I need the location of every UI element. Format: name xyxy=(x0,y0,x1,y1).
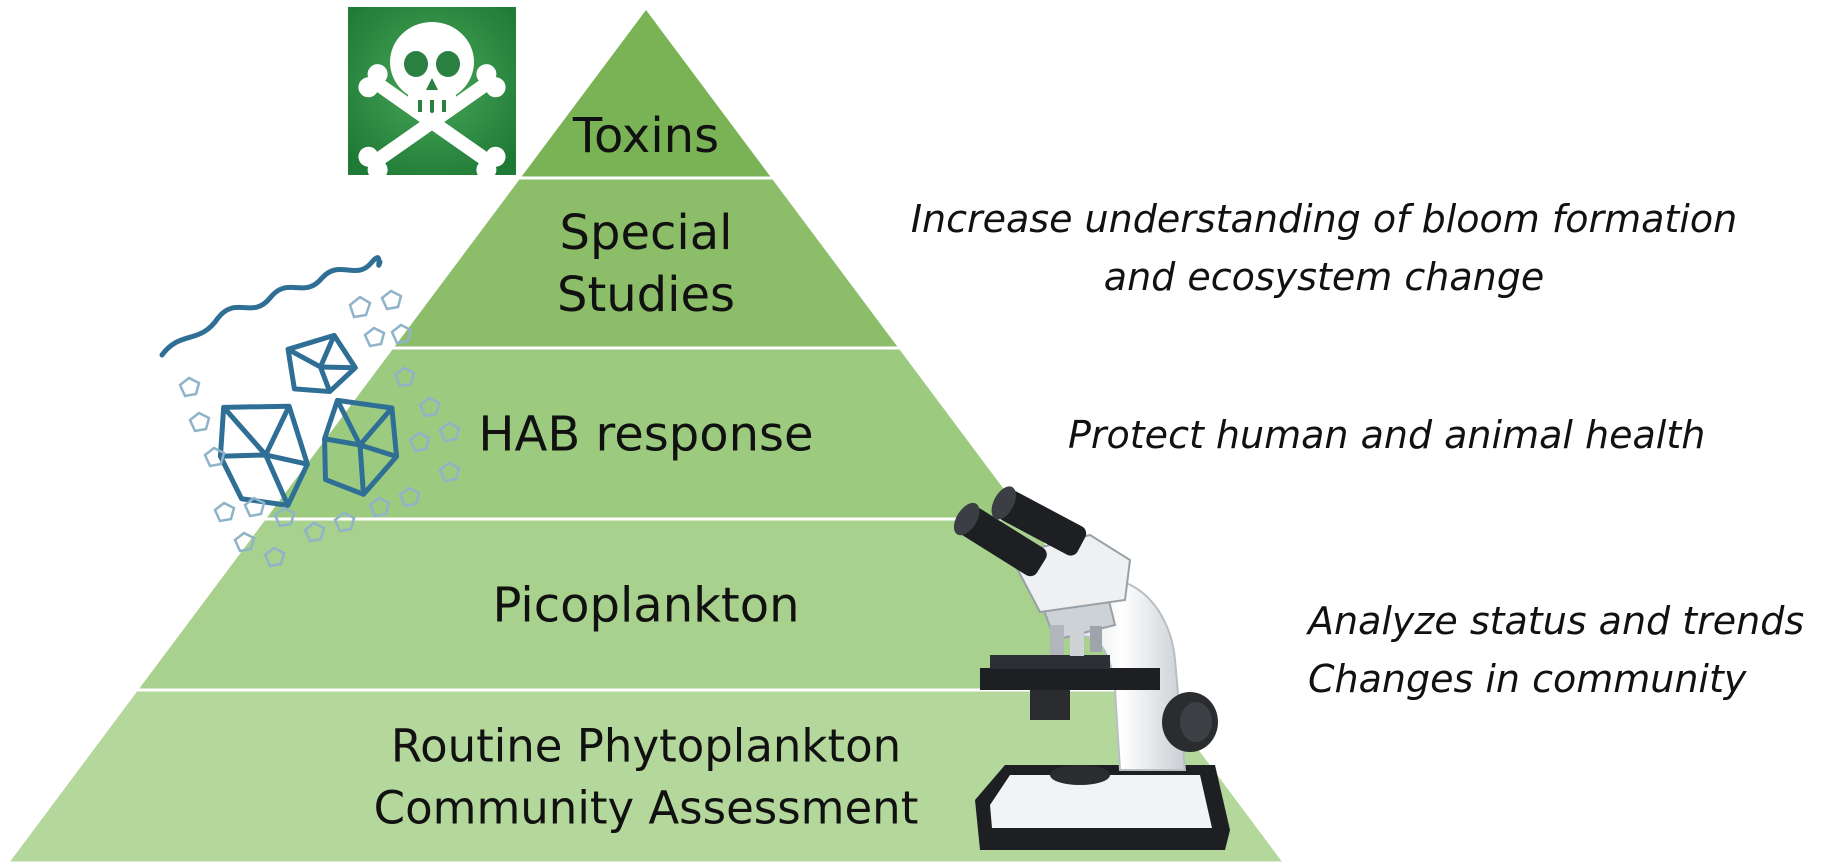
phytoplankton-illustration xyxy=(159,255,461,568)
tier-routine-label-line-2: Community Assessment xyxy=(374,781,919,834)
skull-and-crossbones-icon xyxy=(348,7,516,180)
note-special-line-1: Increase understanding of bloom formatio… xyxy=(910,197,1738,241)
tier-picoplankton-band xyxy=(139,520,1153,689)
note-hab-line-1: Protect human and animal health xyxy=(1068,413,1706,457)
tier-toxins-band xyxy=(521,10,771,177)
tier-toxins-label-line-1: Toxins xyxy=(572,108,719,164)
tier-special-studies-band xyxy=(394,179,898,347)
tier-hab-response-label-line-1: HAB response xyxy=(478,406,813,462)
tier-routine-label-line-1: Routine Phytoplankton xyxy=(391,719,901,772)
tier-special-studies-label-line-2: Studies xyxy=(557,267,735,323)
note-routine: Analyze status and trends Changes in com… xyxy=(1308,592,1804,708)
microscope-illustration xyxy=(953,486,1230,850)
tier-picoplankton-label-line-1: Picoplankton xyxy=(492,577,799,633)
note-routine-line-1: Analyze status and trends xyxy=(1308,599,1805,643)
note-special-studies: Increase understanding of bloom formatio… xyxy=(884,190,1764,306)
note-special-line-2: and ecosystem change xyxy=(1103,255,1545,299)
note-routine-line-2: Changes in community xyxy=(1308,657,1747,701)
tier-special-studies-label-line-1: Special xyxy=(560,205,733,261)
note-hab-response: Protect human and animal health xyxy=(1068,406,1705,464)
tier-routine-band xyxy=(10,691,1282,862)
